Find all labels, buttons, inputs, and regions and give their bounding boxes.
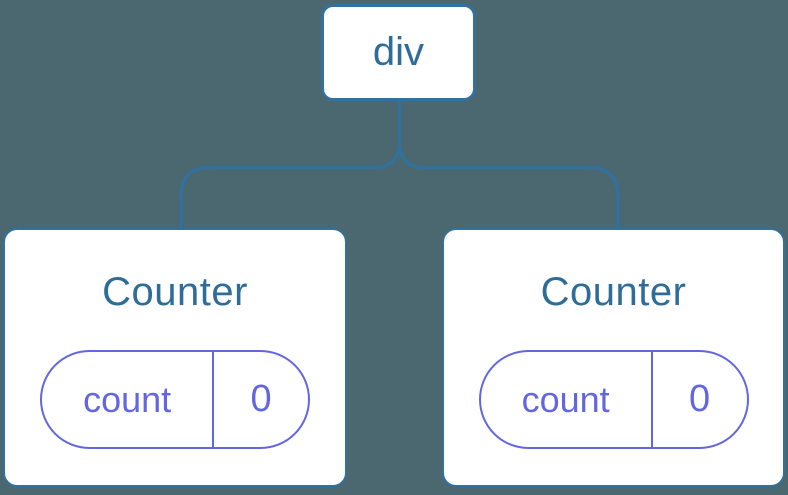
- root-node-div: div: [321, 4, 476, 101]
- root-node-label: div: [372, 30, 425, 74]
- counter-title: Counter: [540, 270, 687, 314]
- counter-node-right: Counter count 0: [442, 228, 785, 487]
- counter-node-left: Counter count 0: [3, 228, 347, 487]
- state-pill: count 0: [40, 350, 310, 449]
- state-value: 0: [250, 378, 272, 420]
- state-pill: count 0: [478, 350, 749, 449]
- state-key: count: [42, 352, 215, 447]
- counter-title: Counter: [102, 270, 248, 314]
- state-value: 0: [689, 378, 711, 420]
- connector-right-branch: [397, 100, 620, 228]
- connector-left-branch: [179, 100, 402, 228]
- state-key: count: [481, 352, 653, 447]
